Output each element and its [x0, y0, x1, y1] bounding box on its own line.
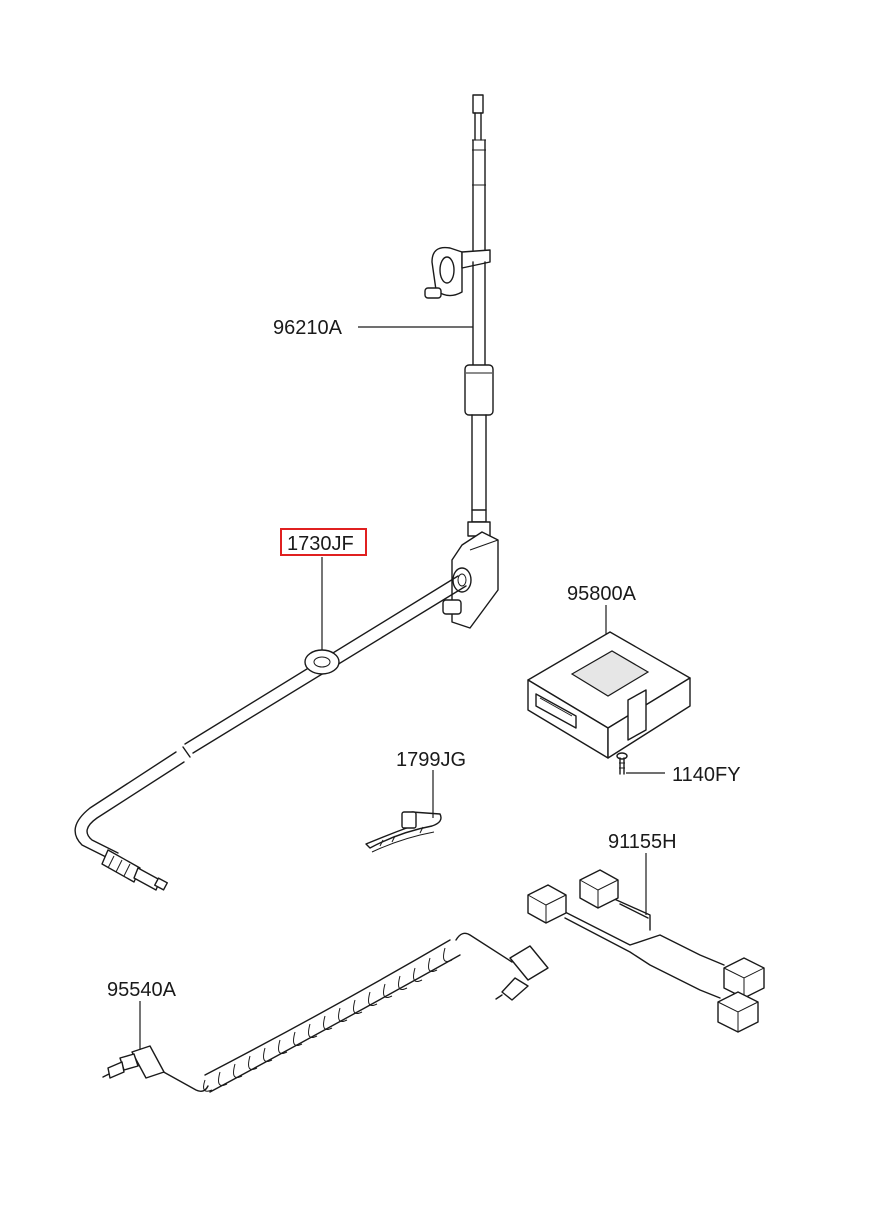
part-label-1799JG[interactable]: 1799JG	[396, 749, 466, 771]
antenna-mast	[424, 94, 499, 629]
cable-tie-strap	[365, 811, 442, 853]
screw-fastener	[616, 752, 628, 775]
coiled-cable	[102, 932, 549, 1093]
part-label-91155H[interactable]: 91155H	[608, 831, 677, 853]
part-label-1730JF[interactable]: 1730JF	[287, 533, 354, 555]
part-label-95800A[interactable]: 95800A	[567, 583, 637, 605]
antenna-module-unit	[527, 631, 691, 759]
part-label-1140FY[interactable]: 1140FY	[672, 764, 741, 786]
highlight-box-1730JF	[280, 528, 367, 556]
part-label-95540A[interactable]: 95540A	[107, 979, 177, 1001]
part-label-96210A[interactable]: 96210A	[273, 317, 343, 339]
wiring-harness	[527, 869, 765, 1033]
antenna-feeder-cable	[74, 575, 467, 891]
